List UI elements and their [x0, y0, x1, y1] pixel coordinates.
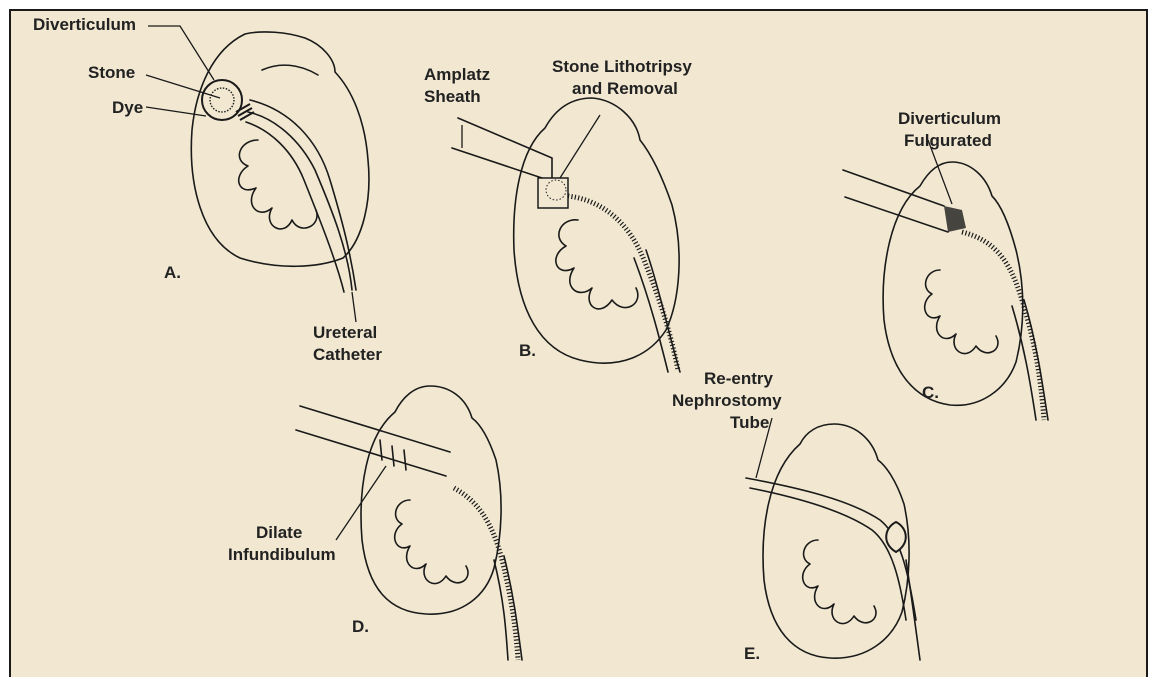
label-diverticulum-c: Diverticulum — [898, 109, 1001, 128]
label-amplatz: Amplatz — [424, 65, 490, 84]
label-reentry: Re-entry — [704, 369, 774, 388]
letter-e: E. — [744, 644, 760, 663]
label-nephrostomy: Nephrostomy — [672, 391, 782, 410]
reentry-loop-e — [886, 522, 906, 552]
label-infundibulum: Infundibulum — [228, 545, 336, 564]
label-dye-a: Dye — [112, 98, 143, 117]
label-sheath: Sheath — [424, 87, 481, 106]
letter-b: B. — [519, 341, 536, 360]
label-catheter: Catheter — [313, 345, 382, 364]
label-stone-lithotripsy: Stone Lithotripsy — [552, 57, 692, 76]
stone-a — [210, 88, 234, 112]
label-diverticulum-a: Diverticulum — [33, 15, 136, 34]
label-dilate: Dilate — [256, 523, 302, 542]
label-tube: Tube — [730, 413, 769, 432]
label-stone-a: Stone — [88, 63, 135, 82]
letter-c: C. — [922, 383, 939, 402]
label-ureteral: Ureteral — [313, 323, 377, 342]
label-and-removal: and Removal — [572, 79, 678, 98]
sheath-tip-b — [538, 178, 568, 208]
letter-d: D. — [352, 617, 369, 636]
letter-a: A. — [164, 263, 181, 282]
label-fulgurated: Fulgurated — [904, 131, 992, 150]
